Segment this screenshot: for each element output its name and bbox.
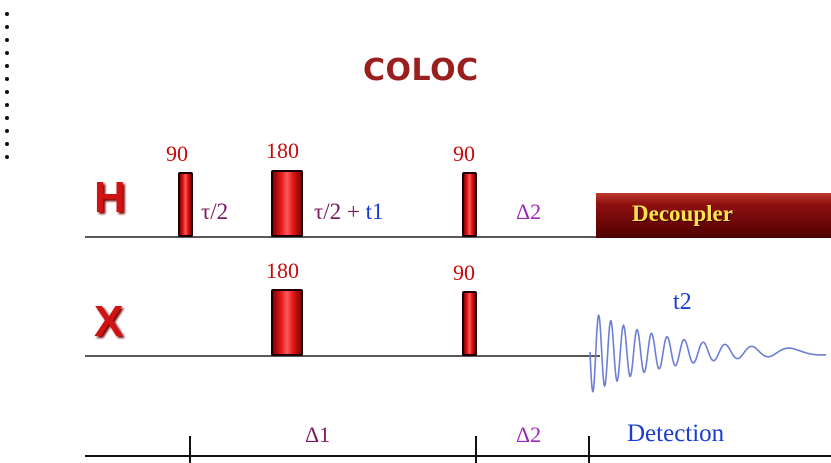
h-delay-tau-half-plus: τ/2 + t1 [314, 200, 384, 223]
h-pulse-3 [462, 172, 477, 237]
decoupler-label: Decoupler [632, 201, 733, 226]
h-pulse-2-angle: 180 [266, 138, 299, 163]
x-pulse-2-angle: 90 [453, 260, 475, 285]
x-pulse-1 [271, 289, 303, 356]
h-pulse-2 [271, 170, 303, 237]
h-delay-tau-part: τ/2 + [314, 199, 360, 224]
h-delay-delta2: Δ2 [516, 199, 542, 224]
h-channel-label: H [94, 173, 126, 222]
left-dotted-marker [5, 12, 9, 159]
x-pulse-1-angle: 180 [266, 258, 299, 283]
x-pulse-2 [462, 291, 477, 356]
h-pulse-1 [178, 172, 193, 237]
h-delay-tau-half: τ/2 [201, 199, 229, 224]
timeline-delta2: Δ2 [516, 422, 542, 447]
x-channel-label: X [94, 297, 124, 346]
h-pulse-3-angle: 90 [453, 141, 475, 166]
h-pulse-1-angle: 90 [166, 141, 188, 166]
acquisition-label: t2 [673, 289, 692, 315]
fid-signal [589, 313, 826, 393]
h-delay-t1: t1 [365, 199, 384, 224]
diagram-title: COLOC [363, 53, 479, 88]
decoupler-block [596, 193, 831, 238]
timeline-detection: Detection [627, 420, 725, 447]
timeline-delta1: Δ1 [305, 422, 331, 447]
